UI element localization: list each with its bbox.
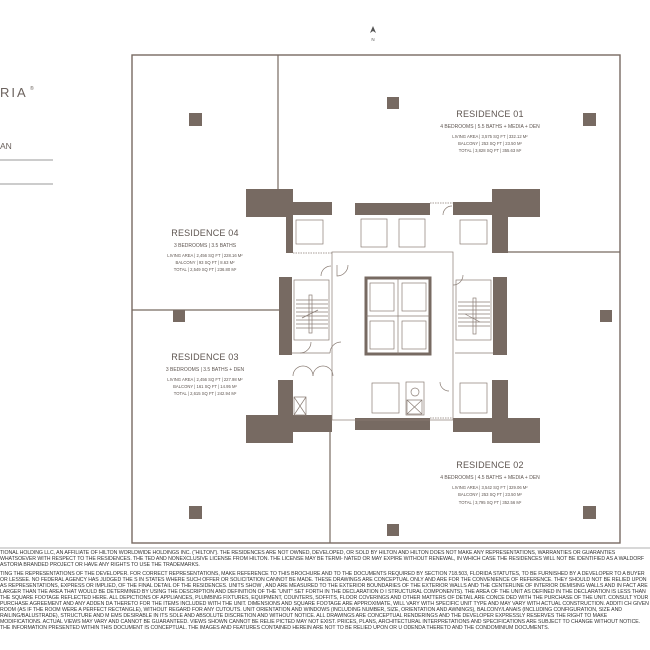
plan-label: AN [0, 141, 12, 151]
residence-title: RESIDENCE 02 [456, 460, 523, 470]
disclaimer-line: PICTED MAY NOT EXIST. PRICES, PLANS, ARC… [0, 619, 641, 631]
disclaimer-line: TED AND NONEXCLUSIVE LICENSE FROM HILTON… [0, 556, 645, 568]
residence-01-label: RESIDENCE 01 4 BEDROOMS | 5.5 BATHS + ME… [440, 109, 540, 153]
disclaimer-line: DED WITH THE PURCHASE OF THE UNIT. CONSU… [0, 595, 649, 607]
residence-02-label: RESIDENCE 02 4 BEDROOMS | 4.5 BATHS + ME… [440, 460, 540, 505]
disclaimer-line: , AND ARE MEASURED TO THE EXTERIOR BOUND… [0, 583, 648, 595]
living-area: LIVING AREA | 3,542 SQ FT | 329.06 M² [452, 485, 528, 490]
disclaimer-line: I STRUCTURAL COMPONENTS). THE AREA OF TH… [0, 589, 646, 601]
living-area: LIVING AREA | 3,575 SQ FT | 332.12 M² [452, 134, 528, 139]
total-area: TOTAL | 2,615 SQ FT | 242.94 M² [174, 391, 237, 396]
disclaimer-line: CH GIVEN ROOM (AS IF THE ROOM WERE A PER… [0, 601, 649, 619]
residence-title: RESIDENCE 01 [456, 109, 523, 119]
residence-summary: 4 BEDROOMS | 4.5 BATHS + MEDIA + DEN [440, 475, 540, 481]
total-area: TOTAL | 2,549 SQ FT | 236.80 M² [174, 267, 237, 272]
balcony-area: BALCONY | 253 SQ FT | 23.50 M² [458, 492, 522, 497]
residence-title: RESIDENCE 04 [171, 228, 238, 238]
disclaimer-line: EMS DESIRABLE IN ITS SOLE AND ABSOLUTE D… [0, 613, 608, 625]
total-area: TOTAL | 3,828 SQ FT | 355.63 M² [459, 148, 522, 153]
disclaimer-line: S IN STATES WHERE SUCH OFFER OR SOLICITA… [0, 577, 647, 589]
door-swings [292, 205, 464, 392]
balcony-area: BALCONY | 93 SQ FT | 8.63 M² [175, 260, 235, 265]
structural-columns [173, 97, 612, 536]
core-corridor [292, 202, 493, 421]
brand-panel: RIA ® AN [0, 85, 53, 185]
registered-mark: ® [30, 85, 34, 92]
disclaimer: TIONAL HOLDING LLC, AN AFFILIATE OF HILT… [0, 550, 650, 650]
residence-04-label: RESIDENCE 04 3 BEDROOMS | 3.5 BATHS LIVI… [167, 228, 243, 272]
total-area: TOTAL | 3,795 SQ FT | 352.56 M² [459, 500, 522, 505]
disclaimer-line: ODENDA THERETO AND THE CONDOMINIUM DOCUM… [403, 625, 550, 631]
core-walls [246, 189, 540, 443]
north-label: N [371, 37, 374, 42]
disclaimer-paragraph: TING THE REPRESENTATIONS OF THE DEVELOPE… [0, 571, 650, 631]
stairs [293, 279, 492, 341]
living-area: LIVING AREA | 2,456 SQ FT | 227.98 M² [167, 377, 243, 382]
residence-summary: 3 BEDROOMS | 3.5 BATHS [174, 243, 237, 249]
elevator-cars [293, 218, 488, 416]
north-arrow-icon: N [370, 26, 376, 42]
disclaimer-line: TING THE REPRESENTATIONS OF THE DEVELOPE… [0, 571, 645, 583]
brand-logo: RIA [0, 85, 28, 100]
disclaimer-paragraph: TIONAL HOLDING LLC, AN AFFILIATE OF HILT… [0, 550, 650, 568]
balcony-area: BALCONY | 253 SQ FT | 23.50 M² [458, 141, 522, 146]
residence-summary: 3 BEDROOMS | 3.5 BATHS + DEN [166, 367, 245, 373]
balcony-area: BALCONY | 161 SQ FT | 14.95 M² [173, 384, 237, 389]
unit-boundaries [131, 54, 621, 544]
residence-title: RESIDENCE 03 [171, 352, 238, 362]
residence-03-label: RESIDENCE 03 3 BEDROOMS | 3.5 BATHS + DE… [166, 352, 245, 396]
residence-summary: 4 BEDROOMS | 5.5 BATHS + MEDIA + DEN [440, 124, 540, 130]
living-area: LIVING AREA | 2,456 SQ FT | 228.16 M² [167, 253, 243, 258]
disclaimer-line: TIONAL HOLDING LLC, AN AFFILIATE OF HILT… [0, 550, 616, 562]
